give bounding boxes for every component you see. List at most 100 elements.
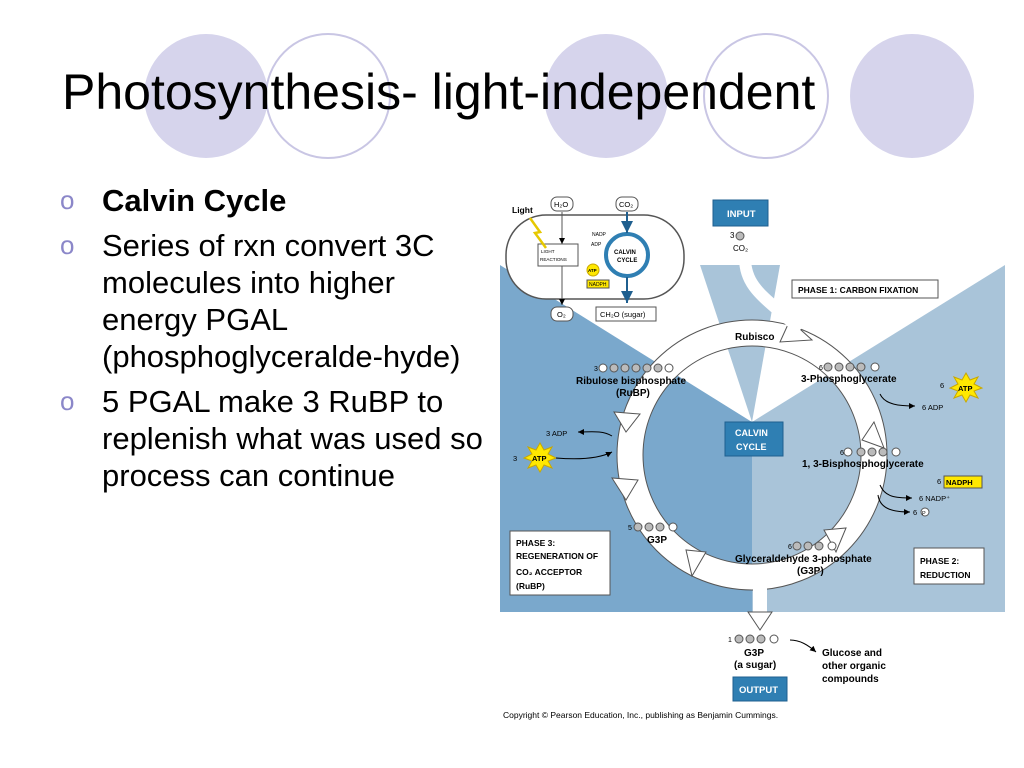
- co2-bubble: [615, 196, 639, 212]
- center-calvin-label: CYCLE: [736, 442, 767, 452]
- nadp6-label: 6 NADP⁺: [919, 494, 950, 503]
- light-label: Light: [512, 205, 533, 215]
- adp6-arrow: [879, 393, 916, 409]
- phase3-label-box: [509, 530, 611, 596]
- rubisco-label: Rubisco: [735, 332, 774, 343]
- bullet-item: o Series of rxn convert 3C molecules into…: [60, 227, 490, 375]
- rubp-molecule-icon: [598, 363, 674, 373]
- g3p-label: Glyceraldehyde 3-phosphate: [735, 554, 872, 565]
- deco-circle: [265, 33, 391, 159]
- bpg-count: 6: [840, 450, 844, 457]
- cycle-arrowhead: [685, 549, 707, 578]
- nadp-arrow: [879, 484, 913, 501]
- cycle-ring-outline: [616, 319, 888, 591]
- g3p-count: 6: [788, 544, 792, 551]
- copyright-note: Copyright © Pearson Education, Inc., pub…: [503, 710, 779, 720]
- adp3-label: 3 ADP: [546, 429, 567, 438]
- rubp-count: 3: [594, 366, 598, 373]
- output-label: OUTPUT: [739, 685, 778, 696]
- decorative-circles: [144, 33, 974, 159]
- light-reactions-box: [537, 243, 579, 267]
- g3p5-molecule-icon: [633, 522, 678, 532]
- nadph-box: [943, 475, 983, 489]
- h2o-bubble: [550, 196, 574, 212]
- deco-circle: [544, 34, 668, 158]
- phase3-label: (RuBP): [516, 581, 545, 591]
- sugar-label: CH₂O (sugar): [600, 310, 646, 319]
- adp6-label: 6 ADP: [922, 403, 943, 412]
- input-box: [712, 199, 769, 227]
- bullet-text: Calvin Cycle: [102, 183, 287, 218]
- input-count: 3: [730, 231, 735, 240]
- adp-label: ADP: [591, 242, 602, 248]
- out-g3p-molecule-icon: [734, 634, 779, 644]
- phase2-label-box: [913, 547, 985, 585]
- atp-burst-icon: [948, 371, 984, 404]
- bpg-label: 1, 3-Bisphosphoglycerate: [802, 459, 924, 470]
- out-g3p-label: G3P: [744, 648, 764, 659]
- output-arrowhead: [747, 611, 773, 631]
- atp3-count: 3: [513, 454, 517, 463]
- input-label: INPUT: [727, 209, 756, 220]
- co2-label: CO₂: [619, 200, 633, 209]
- bullet-text: Series of rxn convert 3C molecules into …: [102, 228, 461, 374]
- inset-calvin-label: CYCLE: [617, 258, 637, 264]
- cycle-arrowhead: [823, 527, 847, 554]
- atp-burst-icon: [522, 441, 558, 474]
- out-count: 1: [728, 637, 732, 644]
- glucose-label: compounds: [822, 674, 879, 685]
- bullet-text: 5 PGAL make 3 RuBP to replenish what was…: [102, 384, 483, 493]
- phase3-label: PHASE 3:: [516, 538, 555, 548]
- input-arrow: [739, 257, 805, 335]
- cycle-arrowhead: [611, 477, 639, 501]
- g3p-molecule-icon: [792, 541, 837, 551]
- h2o-label: H₂O: [554, 200, 568, 209]
- phase1-label: PHASE 1: CARBON FIXATION: [798, 285, 918, 295]
- chloroplast-inset: Light H₂O CO₂ O₂ NADP ADP LIGHT REACTION…: [505, 196, 685, 322]
- inset-nadph-box: [586, 279, 610, 289]
- phase2-label: PHASE 2:: [920, 556, 959, 566]
- g3p-label: (G3P): [797, 566, 824, 577]
- bpg-molecule-icon: [843, 447, 901, 457]
- adp3-arrow: [577, 428, 613, 437]
- nadp-label: NADP: [592, 232, 607, 238]
- phase3-label: CO₂ ACCEPTOR: [516, 567, 582, 577]
- carbon-icon: [735, 231, 745, 241]
- glucose-label: other organic: [822, 661, 886, 672]
- rubp-label: (RuBP): [616, 388, 650, 399]
- pga-molecule-icon: [823, 362, 880, 372]
- center-calvin-box: [724, 421, 784, 457]
- phosphate-icon: [920, 507, 930, 517]
- deco-circle: [144, 34, 268, 158]
- atp6-label: ATP: [958, 384, 972, 393]
- pga-count: 6: [819, 365, 823, 372]
- calvin-cycle-diagram: Light H₂O CO₂ O₂ NADP ADP LIGHT REACTION…: [500, 196, 1005, 702]
- cycle-arrowhead: [613, 411, 641, 433]
- inset-nadph-label: NADPH: [589, 282, 607, 288]
- bullet-marker: o: [60, 230, 75, 260]
- light-reactions-label: REACTIONS: [540, 257, 567, 262]
- pi-symbol: P: [922, 511, 926, 517]
- inset-calvin-ring: [604, 232, 650, 278]
- inset-atp-label: ATP: [588, 268, 597, 273]
- deco-circle: [850, 34, 974, 158]
- cycle-arrowhead: [861, 420, 885, 449]
- bullet-marker: o: [60, 185, 75, 215]
- o2-bubble: [550, 306, 574, 322]
- phase2-label: REDUCTION: [920, 570, 971, 580]
- slide-title: Photosynthesis- light-independent: [62, 64, 816, 120]
- sugar-box: [595, 306, 657, 322]
- nadph-label: NADPH: [946, 478, 973, 487]
- pi-arrow: [877, 494, 911, 515]
- inset-calvin-label: CALVIN: [614, 250, 636, 256]
- center-calvin-label: CALVIN: [735, 428, 768, 438]
- phase3-label: REGENERATION OF: [516, 551, 598, 561]
- deco-circle: [703, 33, 829, 159]
- input-co2: CO₂: [733, 244, 748, 253]
- pga-label: 3-Phosphoglycerate: [801, 374, 897, 385]
- o2-label: O₂: [557, 310, 566, 319]
- glucose-label: Glucose and: [822, 648, 882, 659]
- glucose-arrow: [789, 639, 817, 653]
